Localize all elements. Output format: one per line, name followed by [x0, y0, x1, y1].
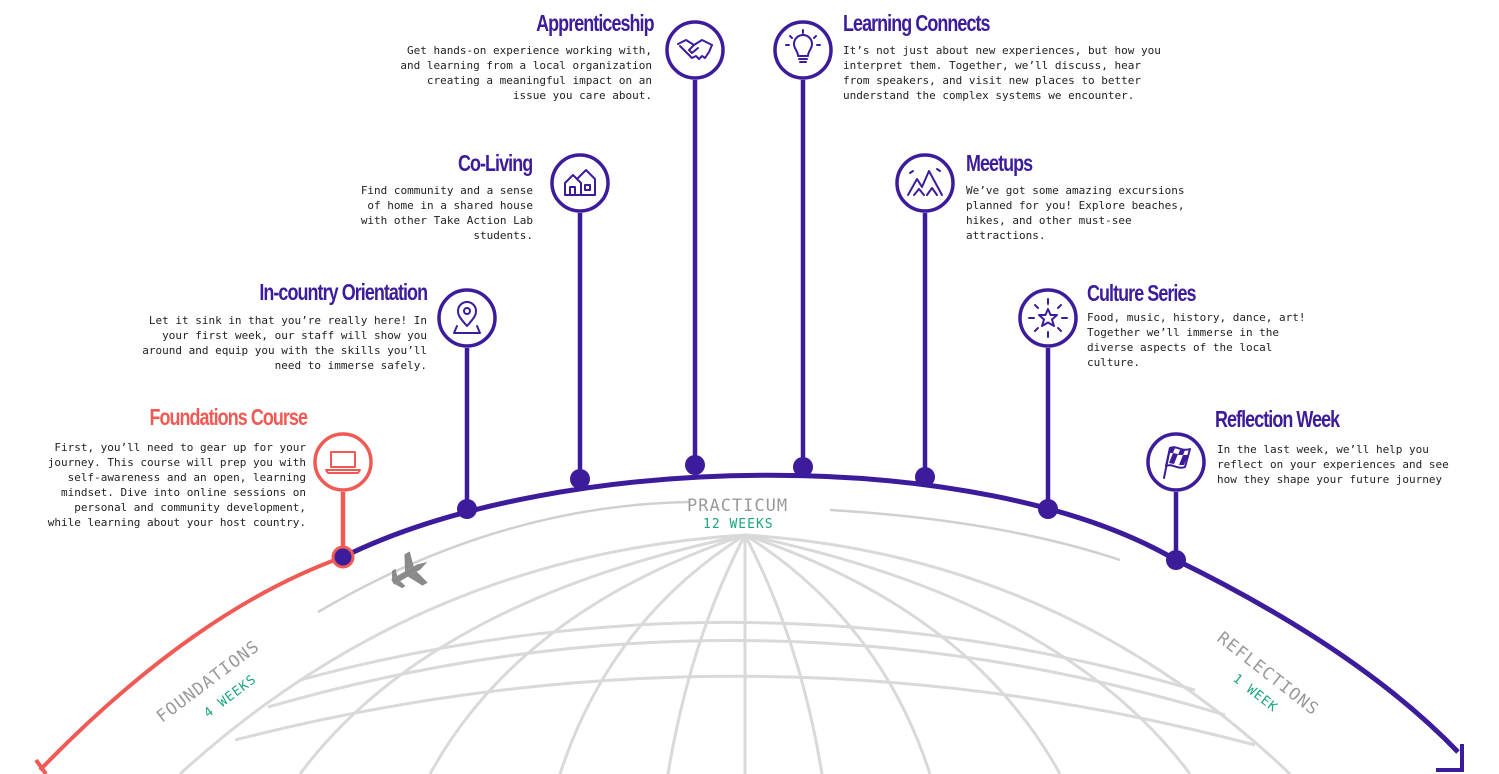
reflections-arc [1174, 557, 1460, 754]
milestone-title-learning-connects: Learning Connects [843, 10, 991, 36]
handshake-icon [677, 39, 713, 60]
globe-meridian [666, 534, 747, 774]
globe-meridian [743, 534, 824, 774]
practicum-arc [341, 472, 1178, 563]
lightbulb-icon [785, 29, 821, 63]
milestone-dot [1166, 550, 1186, 570]
globe-meridian [428, 533, 746, 774]
globe-meridian [744, 533, 932, 774]
inner-guide-arc [317, 500, 691, 614]
milestone-desc-foundations: First, you’ll need to gear up for your j… [47, 441, 306, 529]
milestone-dot [570, 469, 590, 489]
globe-meridian [298, 533, 746, 774]
globe [178, 533, 1292, 774]
laptop-icon [325, 451, 361, 474]
milestone-dot [1038, 499, 1058, 519]
inner-guide-arc-right [829, 508, 1121, 562]
milestone-desc-coliving: Find community and a sense of home in a … [360, 184, 533, 242]
arrowhead-icon [1436, 744, 1464, 772]
globe-meridian [744, 533, 1062, 774]
milestone-title-coliving: Co-Living [457, 150, 533, 176]
milestone-desc-reflection-week: In the last week, we’ll help you reflect… [1217, 443, 1449, 486]
mountains-icon [907, 168, 943, 196]
milestone-title-apprenticeship: Apprenticeship [536, 10, 655, 36]
milestone-title-reflection-week: Reflection Week [1215, 406, 1340, 432]
milestone-dot [331, 545, 355, 569]
milestone-icon-badge [1146, 432, 1206, 492]
milestone-title-culture-series: Culture Series [1087, 280, 1196, 306]
phase-practicum-duration: 12 WEEKS [703, 517, 774, 532]
milestone-desc-orientation: Let it sink in that you’re really here! … [142, 314, 427, 372]
globe-outline [178, 533, 1292, 774]
airplane-icon [391, 551, 428, 589]
milestone-icon-badge [550, 153, 610, 213]
milestone-dot [457, 499, 477, 519]
star-burst-icon [1028, 298, 1068, 338]
milestone-title-meetups: Meetups [966, 150, 1033, 176]
milestone-dot [793, 457, 813, 477]
milestone-icon-badge [1018, 288, 1078, 348]
milestone-desc-meetups: We’ve got some amazing excursions planne… [966, 184, 1185, 242]
milestone-title-foundations: Foundations Course [149, 404, 308, 430]
milestone-dot [915, 467, 935, 487]
milestone-icon-badge [437, 288, 497, 348]
milestone-desc-apprenticeship: Get hands-on experience working with, an… [400, 44, 652, 102]
milestone-icon-badge [895, 153, 955, 213]
milestone-icon-badge [313, 432, 373, 492]
milestone-desc-culture-series: Food, music, history, dance, art! Togeth… [1087, 311, 1306, 369]
map-pin-icon [453, 301, 481, 334]
foundations-arc [38, 555, 344, 772]
globe-meridian [558, 533, 746, 774]
milestone-desc-learning-connects: It’s not just about new experiences, but… [843, 44, 1161, 102]
phase-practicum-label: PRACTICUM [687, 496, 789, 516]
tick-foundations-start [34, 758, 48, 774]
milestone-icon-badge [665, 20, 725, 80]
houses-icon [564, 169, 596, 196]
checkered-flag-icon [1163, 446, 1191, 479]
globe-meridian [744, 533, 1192, 774]
milestone-title-orientation: In-country Orientation [259, 279, 428, 305]
milestone-dot [685, 455, 705, 475]
milestone-icon-badge [773, 20, 833, 80]
